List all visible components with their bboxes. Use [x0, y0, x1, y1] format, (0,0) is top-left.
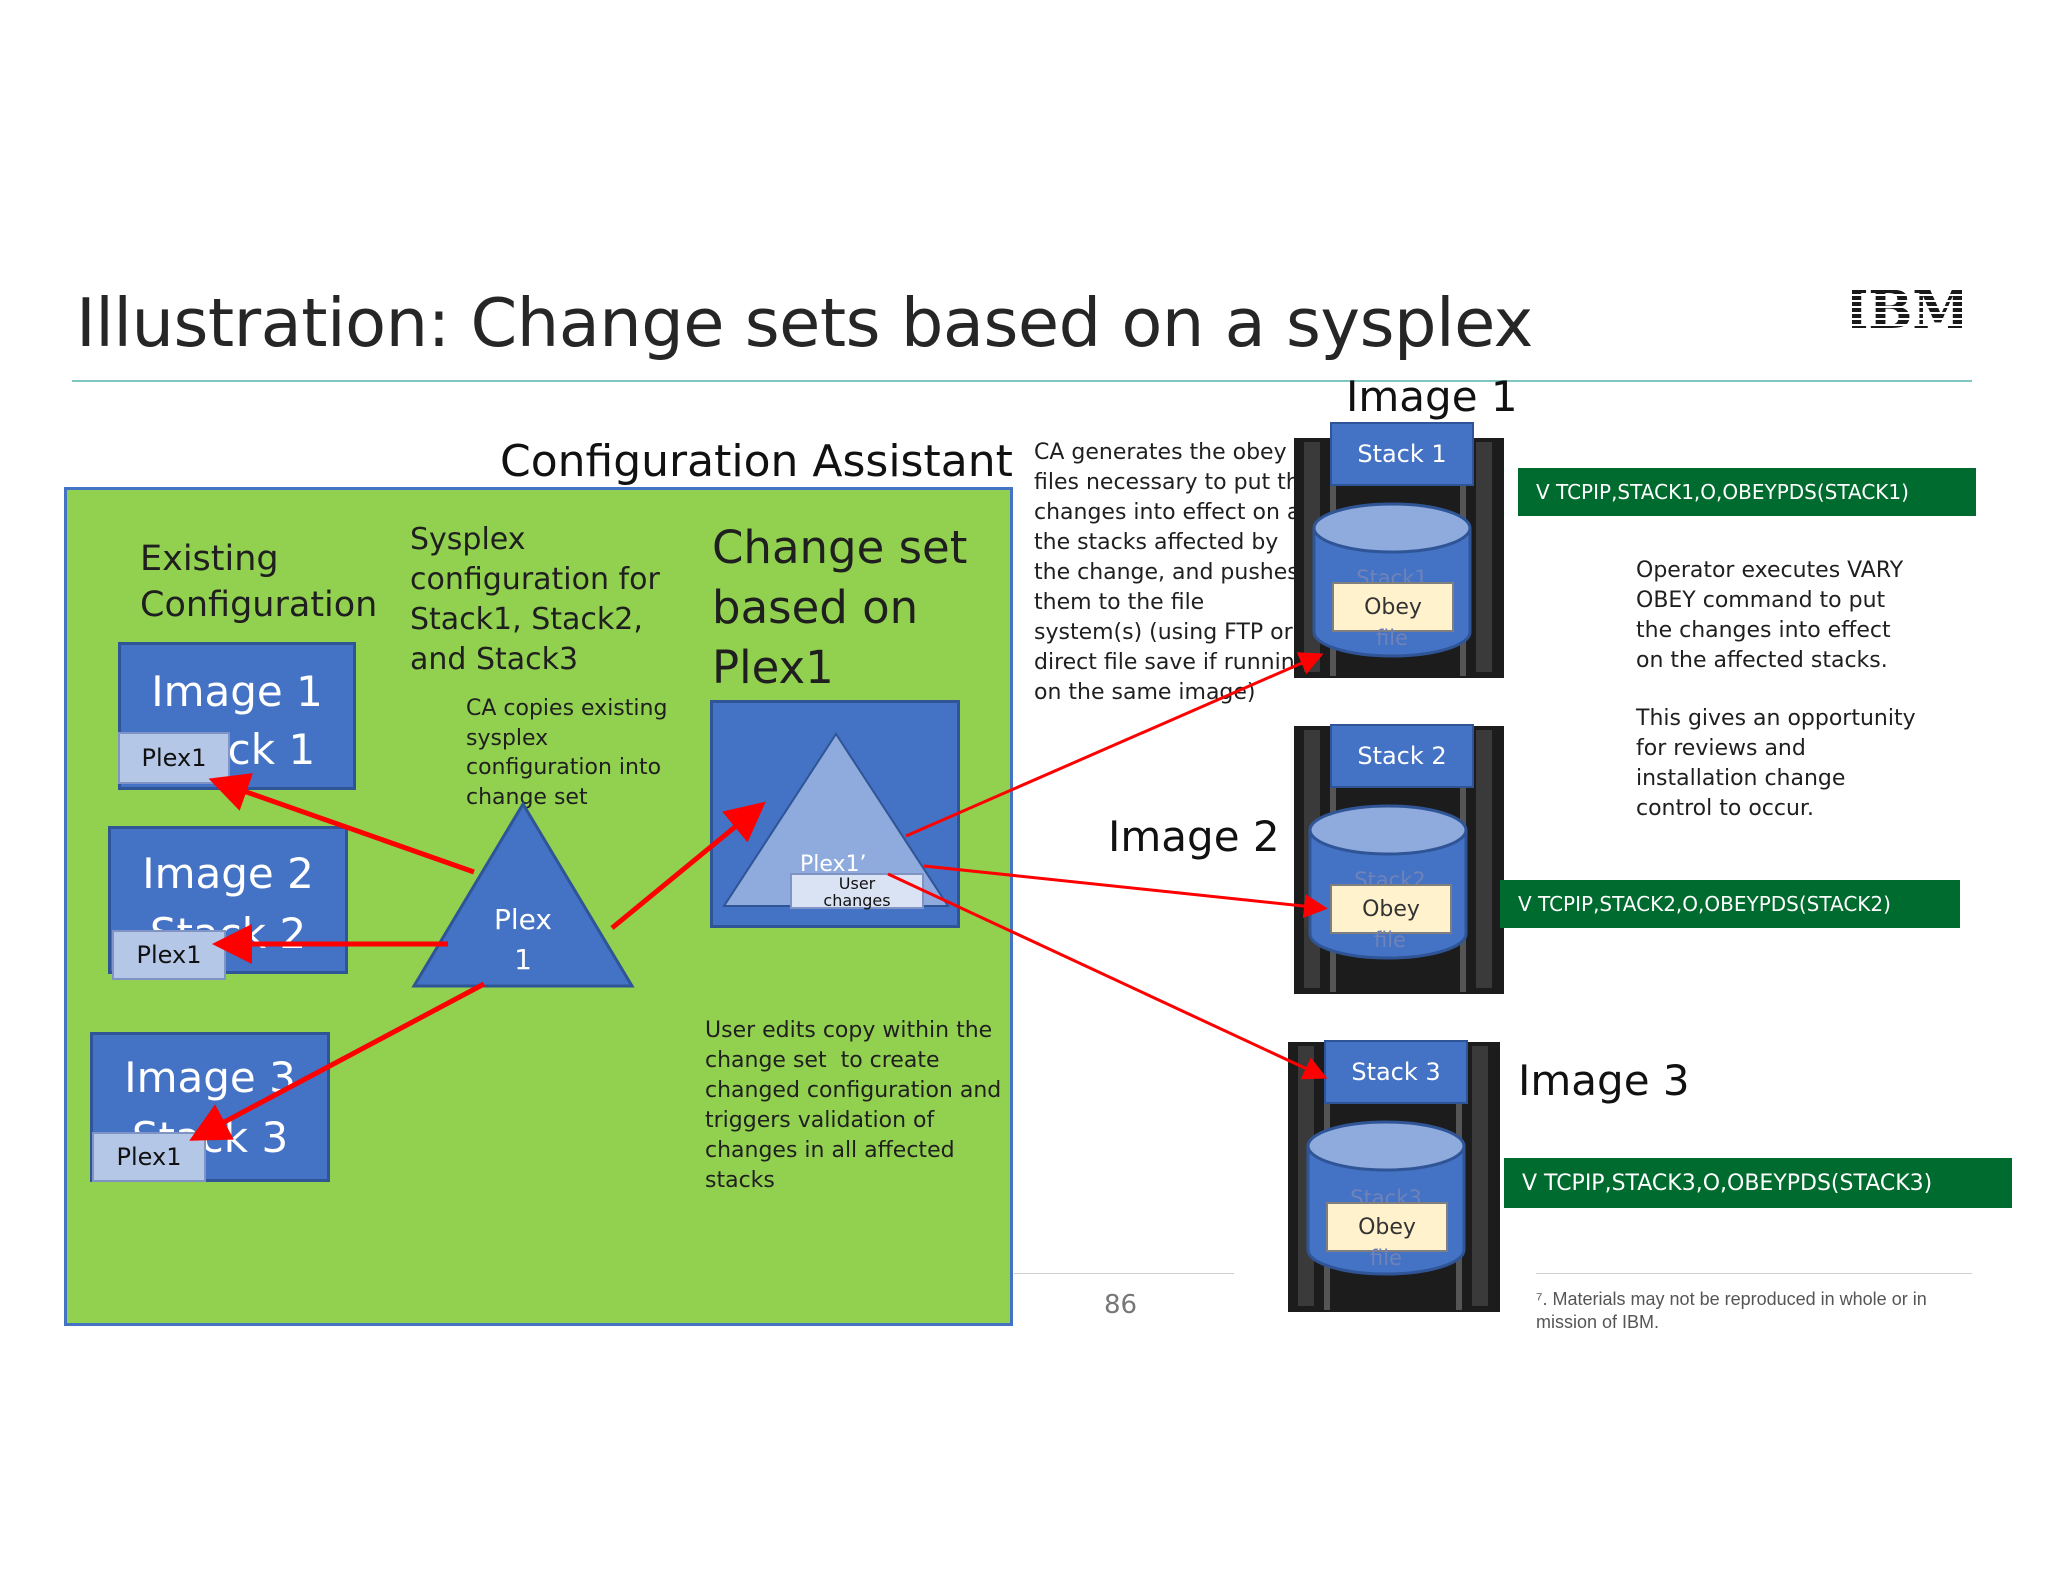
operator-text: Operator executes VARY OBEY command to p… — [1636, 558, 1904, 673]
server-3-stack-label: Stack 3 — [1324, 1040, 1468, 1104]
ca-copies-label: CA copies existing sysplex configuration… — [466, 696, 668, 810]
footer-text: ⁷. Materials may not be reproduced in wh… — [1536, 1289, 1927, 1332]
plex1-triangle — [411, 801, 635, 988]
image-box-3-line1: Image 3 — [124, 1053, 296, 1102]
ibm-logo-text: IBM — [1852, 284, 1962, 336]
user-changes-box: User changes — [790, 873, 924, 909]
ibm-logo-graphic: IBM — [1844, 280, 1970, 341]
server-3-faint-bottom: file — [1370, 1246, 1402, 1270]
plex1-prime-label: Plex1’ — [800, 852, 867, 877]
title-divider — [72, 380, 1972, 382]
plex1-tag-3: Plex1 — [92, 1132, 206, 1182]
server-1-faint-bottom: file — [1376, 626, 1408, 650]
existing-config-label: Existing Configuration — [140, 539, 378, 625]
plex1-tag-2: Plex1 — [112, 930, 226, 980]
image-box-2-line1: Image 2 — [142, 849, 314, 898]
image-box-1-line1: Image 1 — [151, 667, 323, 716]
server-3-obey-file: Obey — [1326, 1202, 1448, 1252]
footer-rule-right — [1536, 1273, 1972, 1274]
change-set-title: Change set based on Plex1 — [712, 521, 968, 694]
plex1-tag-1: Plex1 — [118, 732, 230, 784]
server-2-obey-file: Obey — [1330, 884, 1452, 934]
server-2-command: V TCPIP,STACK2,O,OBEYPDS(STACK2) — [1500, 880, 1960, 928]
plex1-triangle-shape — [411, 801, 635, 988]
server-1-obey-file: Obey — [1332, 582, 1454, 632]
opportunity-text: This gives an opportunity for reviews an… — [1636, 706, 1916, 821]
ibm-logo: IBM — [1844, 280, 1970, 341]
server-1-image-label: Image 1 — [1346, 372, 1518, 421]
ca-generates-text: CA generates the obey files necessary to… — [1034, 440, 1313, 705]
server-2-stack-label: Stack 2 — [1330, 724, 1474, 788]
server-3-image-label: Image 3 — [1518, 1056, 1690, 1105]
server-2-image-label: Image 2 — [1108, 812, 1280, 861]
ca-title: Configuration Assistant — [500, 436, 1013, 487]
user-edits-label: User edits copy within the change set to… — [705, 1018, 1002, 1193]
server-1-command: V TCPIP,STACK1,O,OBEYPDS(STACK1) — [1518, 468, 1976, 516]
server-2-faint-bottom: file — [1374, 928, 1406, 952]
server-1-stack-label: Stack 1 — [1330, 422, 1474, 486]
server-3-command: V TCPIP,STACK3,O,OBEYPDS(STACK3) — [1504, 1158, 2012, 1208]
plex1-triangle-label: Plex 1 — [494, 903, 552, 976]
footer-rule-left — [1014, 1273, 1234, 1274]
slide-title: Illustration: Change sets based on a sys… — [76, 284, 1533, 362]
sysplex-config-label: Sysplex configuration for Stack1, Stack2… — [410, 522, 660, 677]
page-number: 86 — [1104, 1290, 1138, 1320]
